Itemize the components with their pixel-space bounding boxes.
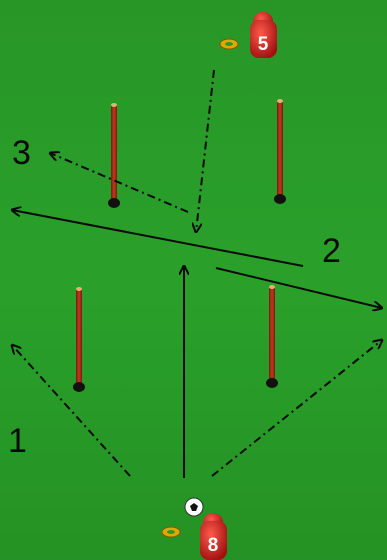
pole-top-right xyxy=(274,99,286,204)
run-line-to-left xyxy=(12,210,304,267)
run-line-to-right xyxy=(215,267,382,308)
movement-lines xyxy=(12,69,382,478)
cone-top xyxy=(219,38,239,50)
pass-line-top-to-center xyxy=(196,69,215,232)
ball-icon xyxy=(184,497,204,517)
pass-line-bottom-to-left xyxy=(12,345,131,477)
step-label-2: 2 xyxy=(322,232,341,270)
step-label-3: 3 xyxy=(12,134,31,172)
pole-top-left xyxy=(108,103,120,208)
pass-line-bottom-to-right xyxy=(211,340,382,477)
step-label-1: 1 xyxy=(8,422,27,460)
player-8-number: 8 xyxy=(208,535,219,556)
pole-bottom-right xyxy=(266,285,278,388)
player-8: 8 xyxy=(200,513,227,560)
pole-bottom-left xyxy=(73,287,85,392)
player-5-number: 5 xyxy=(258,34,269,55)
player-5: 5 xyxy=(250,12,277,58)
pass-line-center-to-3 xyxy=(50,153,189,213)
cone-bottom xyxy=(161,526,181,538)
